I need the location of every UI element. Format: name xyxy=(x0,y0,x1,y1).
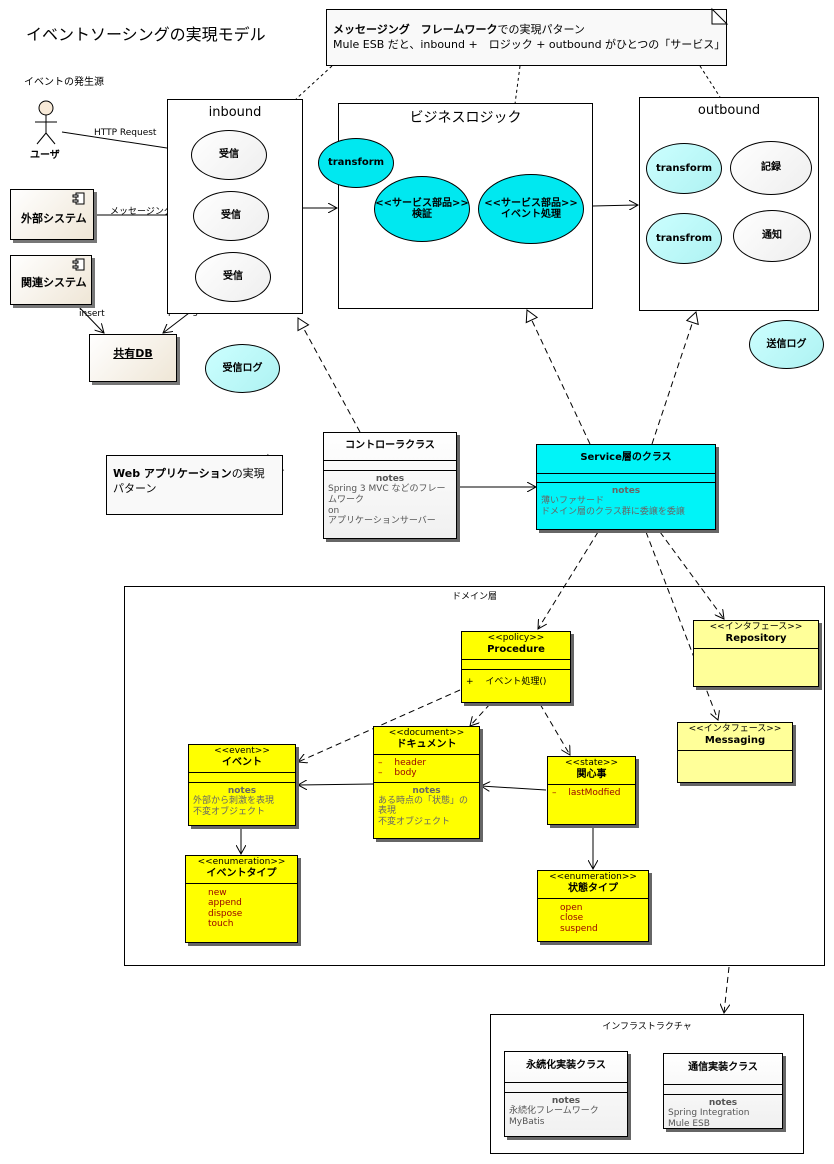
external-system-label: 外部システム xyxy=(21,212,87,225)
outbound-record: 記録 xyxy=(730,141,812,195)
assoc-concern-document xyxy=(481,786,547,790)
related-system-box: 関連システム xyxy=(10,255,92,305)
logic-verify-component: <<サービス部品>>検証 xyxy=(374,176,470,242)
outbound-transform-1: transform xyxy=(646,143,722,194)
shared-db-box: 共有DB xyxy=(89,334,177,382)
event-class: <<event>>イベント notes 外部から刺激を表現不変オブジェクト xyxy=(188,744,296,826)
dep-service-messaging xyxy=(645,531,718,720)
outbound-box: outbound xyxy=(639,97,819,311)
procedure-operation: + イベント処理() xyxy=(466,676,547,687)
event-source-label: イベントの発生源 xyxy=(24,77,104,88)
procedure-class: <<policy>>Procedure + イベント処理() xyxy=(461,631,571,703)
dep-procedure-document xyxy=(470,703,491,726)
note-bold-text: メッセージング フレームワーク xyxy=(333,23,498,36)
outbound-transform-2: transfrom xyxy=(646,213,722,264)
inbound-receive-3: 受信 xyxy=(195,252,271,302)
realize-controller-inbound xyxy=(297,317,361,433)
dep-service-procedure xyxy=(538,531,599,629)
inbound-receive-2: 受信 xyxy=(193,191,269,241)
domain-layer-frame: ドメイン層 xyxy=(124,586,825,966)
page-title: イベントソーシングの実現モデル xyxy=(26,25,266,44)
note-link-outbound xyxy=(699,65,721,98)
edge-label-http: HTTP Request xyxy=(94,128,157,138)
actor-user-label: ユーザ xyxy=(30,150,60,161)
logic-transform: transform xyxy=(318,138,394,188)
business-logic-title: ビジネスロジック xyxy=(409,110,522,126)
controller-class: コントローラクラス notes Spring 3 MVC などのフレームワーク … xyxy=(323,432,457,539)
edge-logic-outbound xyxy=(592,205,638,206)
document-class: <<document>>ドキュメント – header– body notes … xyxy=(373,726,480,839)
edge-label-messaging: メッセージング xyxy=(110,207,173,217)
service-class-name: Service層のクラス xyxy=(580,452,672,463)
inbound-title: inbound xyxy=(208,105,262,120)
external-system-box: 外部システム xyxy=(10,189,94,240)
domain-layer-title: ドメイン層 xyxy=(451,592,497,602)
shared-db-label: 共有DB xyxy=(113,347,153,360)
realize-service-logic xyxy=(525,309,591,445)
outbound-notify: 通知 xyxy=(733,210,811,262)
infrastructure-title: インフラストラクチャ xyxy=(602,1022,692,1032)
dep-service-repository xyxy=(659,531,724,619)
concern-class: <<state>>関心事 – lastModfied xyxy=(547,756,636,825)
messaging-interface: <<インタフェース>>Messaging xyxy=(677,722,793,783)
related-system-label: 関連システム xyxy=(21,276,87,289)
controller-class-name: コントローラクラス xyxy=(345,440,435,451)
inbound-receive-1: 受信 xyxy=(191,130,267,180)
web-app-note: Web アプリケーションの実現 パターン xyxy=(106,455,283,515)
inbound-receive-log: 受信ログ xyxy=(205,344,280,393)
controller-notes-label: notes xyxy=(375,474,405,484)
note-link-logic xyxy=(514,65,521,105)
messaging-framework-note: メッセージング フレームワークでの実現パターン Mule ESB だと、inbo… xyxy=(326,9,727,66)
infrastructure-frame: インフラストラクチャ xyxy=(490,1014,804,1154)
repository-interface: <<インタフェース>>Repository xyxy=(693,620,819,687)
outbound-title: outbound xyxy=(697,103,761,118)
edge-related-db xyxy=(77,305,104,333)
service-notes-label: notes xyxy=(611,486,641,496)
realize-service-outbound xyxy=(651,311,699,445)
logic-event-component: <<サービス部品>>イベント処理 xyxy=(478,174,584,244)
dep-domain-infra xyxy=(724,966,729,1013)
edge-label-insert: insert xyxy=(79,309,105,319)
service-class: Service層のクラス notes 薄いファサードドメイン層のクラス群に委譲を… xyxy=(536,444,716,530)
outbound-send-log: 送信ログ xyxy=(749,320,824,369)
assoc-document-event xyxy=(298,784,374,785)
note-text: での実現パターン xyxy=(497,23,585,36)
note-text-line2: Mule ESB だと、inbound + ロジック + outbound がひ… xyxy=(333,38,726,52)
note-link-inbound xyxy=(295,65,333,100)
